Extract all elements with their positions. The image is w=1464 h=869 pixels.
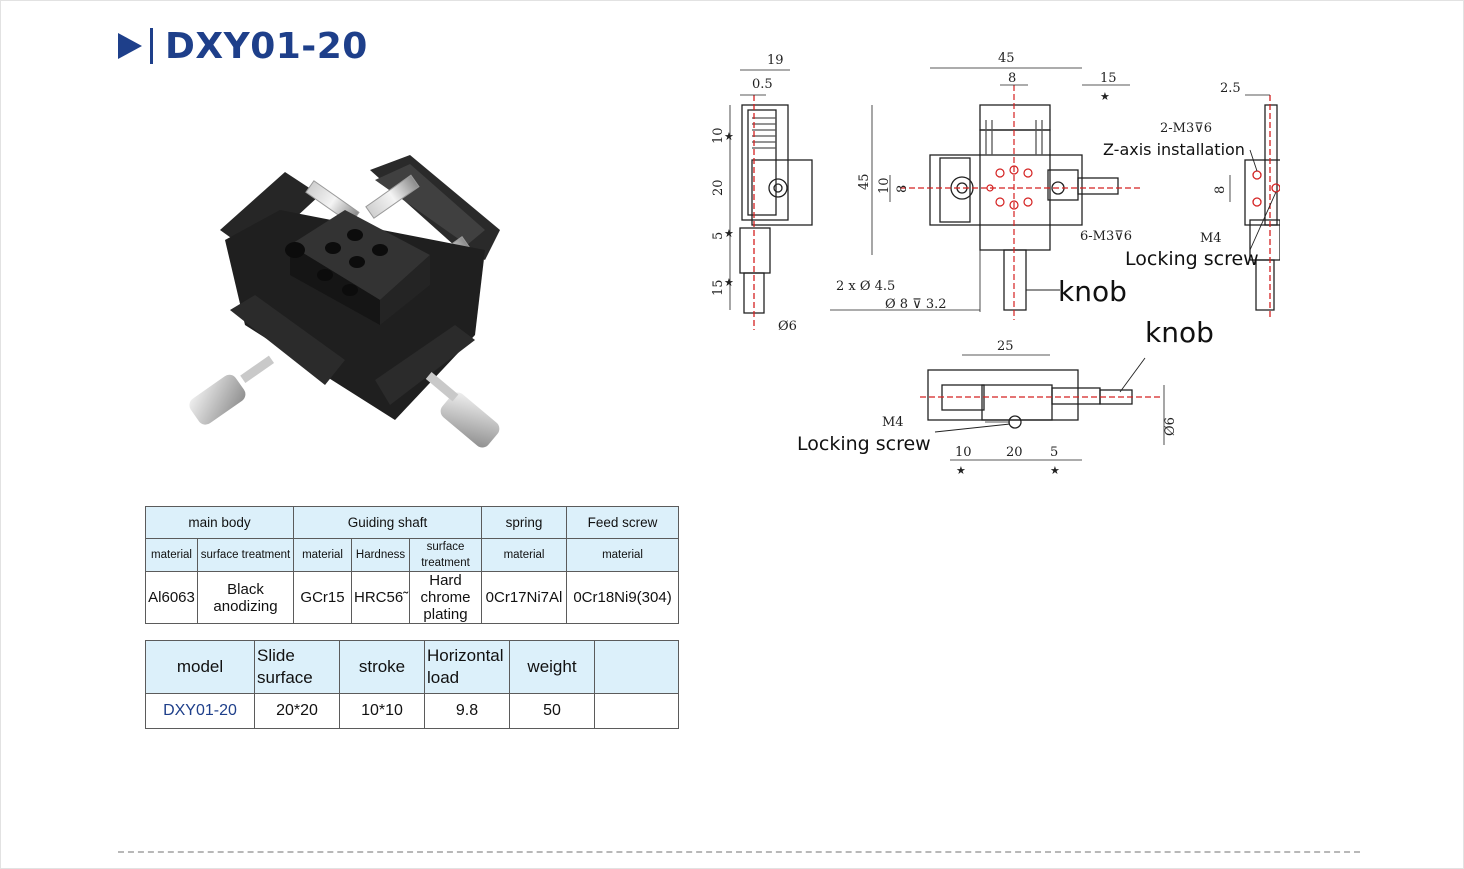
value-feed-screw-material: 0Cr18Ni9(304)	[566, 571, 680, 624]
product-photo	[189, 155, 500, 448]
value-spring-material: 0Cr17Ni7Al	[481, 571, 568, 624]
product-title: DXY01-20	[118, 24, 368, 68]
dim-20-bottom: 20	[1006, 445, 1023, 460]
subheader-hardness: Hardness	[351, 538, 411, 572]
side-view-left	[729, 69, 813, 330]
model-spec-table: model Slide surface stroke Horizontal lo…	[145, 640, 679, 729]
dim-5-bottom: 5	[1050, 445, 1058, 460]
dim-counterbore: Ø 8 ⊽ 3.2	[885, 297, 947, 312]
dim-8-left: 8	[895, 185, 910, 193]
locking-screw-label-top: Locking screw	[1125, 248, 1259, 270]
subheader-material: material	[566, 538, 680, 572]
plan-view	[830, 67, 1140, 320]
dim-2-5: 2.5	[1220, 81, 1241, 96]
materials-table: main body Guiding shaft spring Feed scre…	[144, 506, 680, 624]
header-weight: weight	[509, 640, 595, 694]
value-shaft-hardness: HRC56˜	[351, 571, 411, 624]
dim-45-top: 45	[998, 51, 1015, 66]
header-stroke: stroke	[339, 640, 425, 694]
star-mark: ★	[956, 464, 966, 477]
z-axis-installation-label: Z-axis installation	[1103, 140, 1245, 159]
dim-diam-6-bottom: Ø6	[1163, 417, 1178, 436]
value-model: DXY01-20	[145, 693, 255, 729]
dim-19: 19	[767, 53, 784, 68]
dim-m4-right: M4	[1200, 231, 1222, 246]
subheader-material: material	[481, 538, 568, 572]
value-main-body-material: Al6063	[145, 571, 198, 624]
value-stroke: 10*10	[339, 693, 425, 729]
technical-drawing: 19 0.5 10 20 5 15 Ø6 45 8 15 45 10 8 2 x…	[711, 51, 1280, 477]
locking-screw-label-bottom: Locking screw	[797, 433, 931, 455]
value-shaft-material: GCr15	[293, 571, 353, 624]
product-title-text: DXY01-20	[165, 25, 368, 67]
header-spring: spring	[481, 506, 568, 539]
value-main-body-treatment: Black anodizing	[196, 571, 295, 624]
dim-diam-6: Ø6	[778, 319, 797, 334]
header-horizontal-load: Horizontal load	[424, 640, 510, 694]
dim-10: 10	[711, 127, 726, 144]
subheader-surface-treatment: surface treatment	[196, 538, 295, 572]
star-mark: ★	[724, 227, 734, 240]
title-divider	[150, 28, 153, 64]
dim-15-right: 15	[1100, 71, 1117, 86]
dim-25: 25	[997, 339, 1014, 354]
dim-20: 20	[711, 179, 726, 196]
subheader-material: material	[293, 538, 353, 572]
header-feed-screw: Feed screw	[566, 506, 680, 539]
dim-holes: 2 x Ø 4.5	[836, 279, 895, 294]
star-mark: ★	[724, 130, 734, 143]
dim-5: 5	[711, 232, 726, 240]
dim-2-m3: 2-M3⊽6	[1160, 121, 1212, 136]
dim-10-left: 10	[877, 177, 892, 194]
dim-10-bottom: 10	[955, 445, 972, 460]
star-mark: ★	[724, 276, 734, 289]
value-horizontal-load: 9.8	[424, 693, 510, 729]
dim-8-right: 8	[1213, 186, 1228, 194]
value-empty	[594, 693, 679, 729]
dim-8-top: 8	[1008, 71, 1016, 86]
side-view-right	[1229, 94, 1280, 320]
star-mark: ★	[1100, 90, 1110, 103]
dim-m4-bottom: M4	[882, 415, 904, 430]
play-arrow-icon	[118, 33, 142, 59]
header-empty	[594, 640, 679, 694]
value-slide-surface: 20*20	[254, 693, 340, 729]
dashed-divider	[118, 851, 1360, 853]
header-guiding-shaft: Guiding shaft	[293, 506, 483, 539]
knob-label-right: knob	[1145, 316, 1214, 349]
header-model: model	[145, 640, 255, 694]
dim-15: 15	[711, 279, 726, 296]
star-mark: ★	[1050, 464, 1060, 477]
header-main-body: main body	[144, 506, 295, 539]
front-view-bottom	[920, 354, 1165, 461]
dim-45-left: 45	[857, 173, 872, 190]
value-weight: 50	[509, 693, 595, 729]
subheader-material: material	[145, 538, 198, 572]
knob-label-top: knob	[1058, 275, 1127, 308]
value-shaft-treatment: Hard chrome plating	[409, 571, 483, 624]
subheader-surface-treatment: surface treatment	[409, 538, 483, 572]
header-slide-surface: Slide surface	[254, 640, 340, 694]
dim-0-5: 0.5	[752, 77, 773, 92]
dim-6-m3: 6-M3⊽6	[1080, 229, 1132, 244]
